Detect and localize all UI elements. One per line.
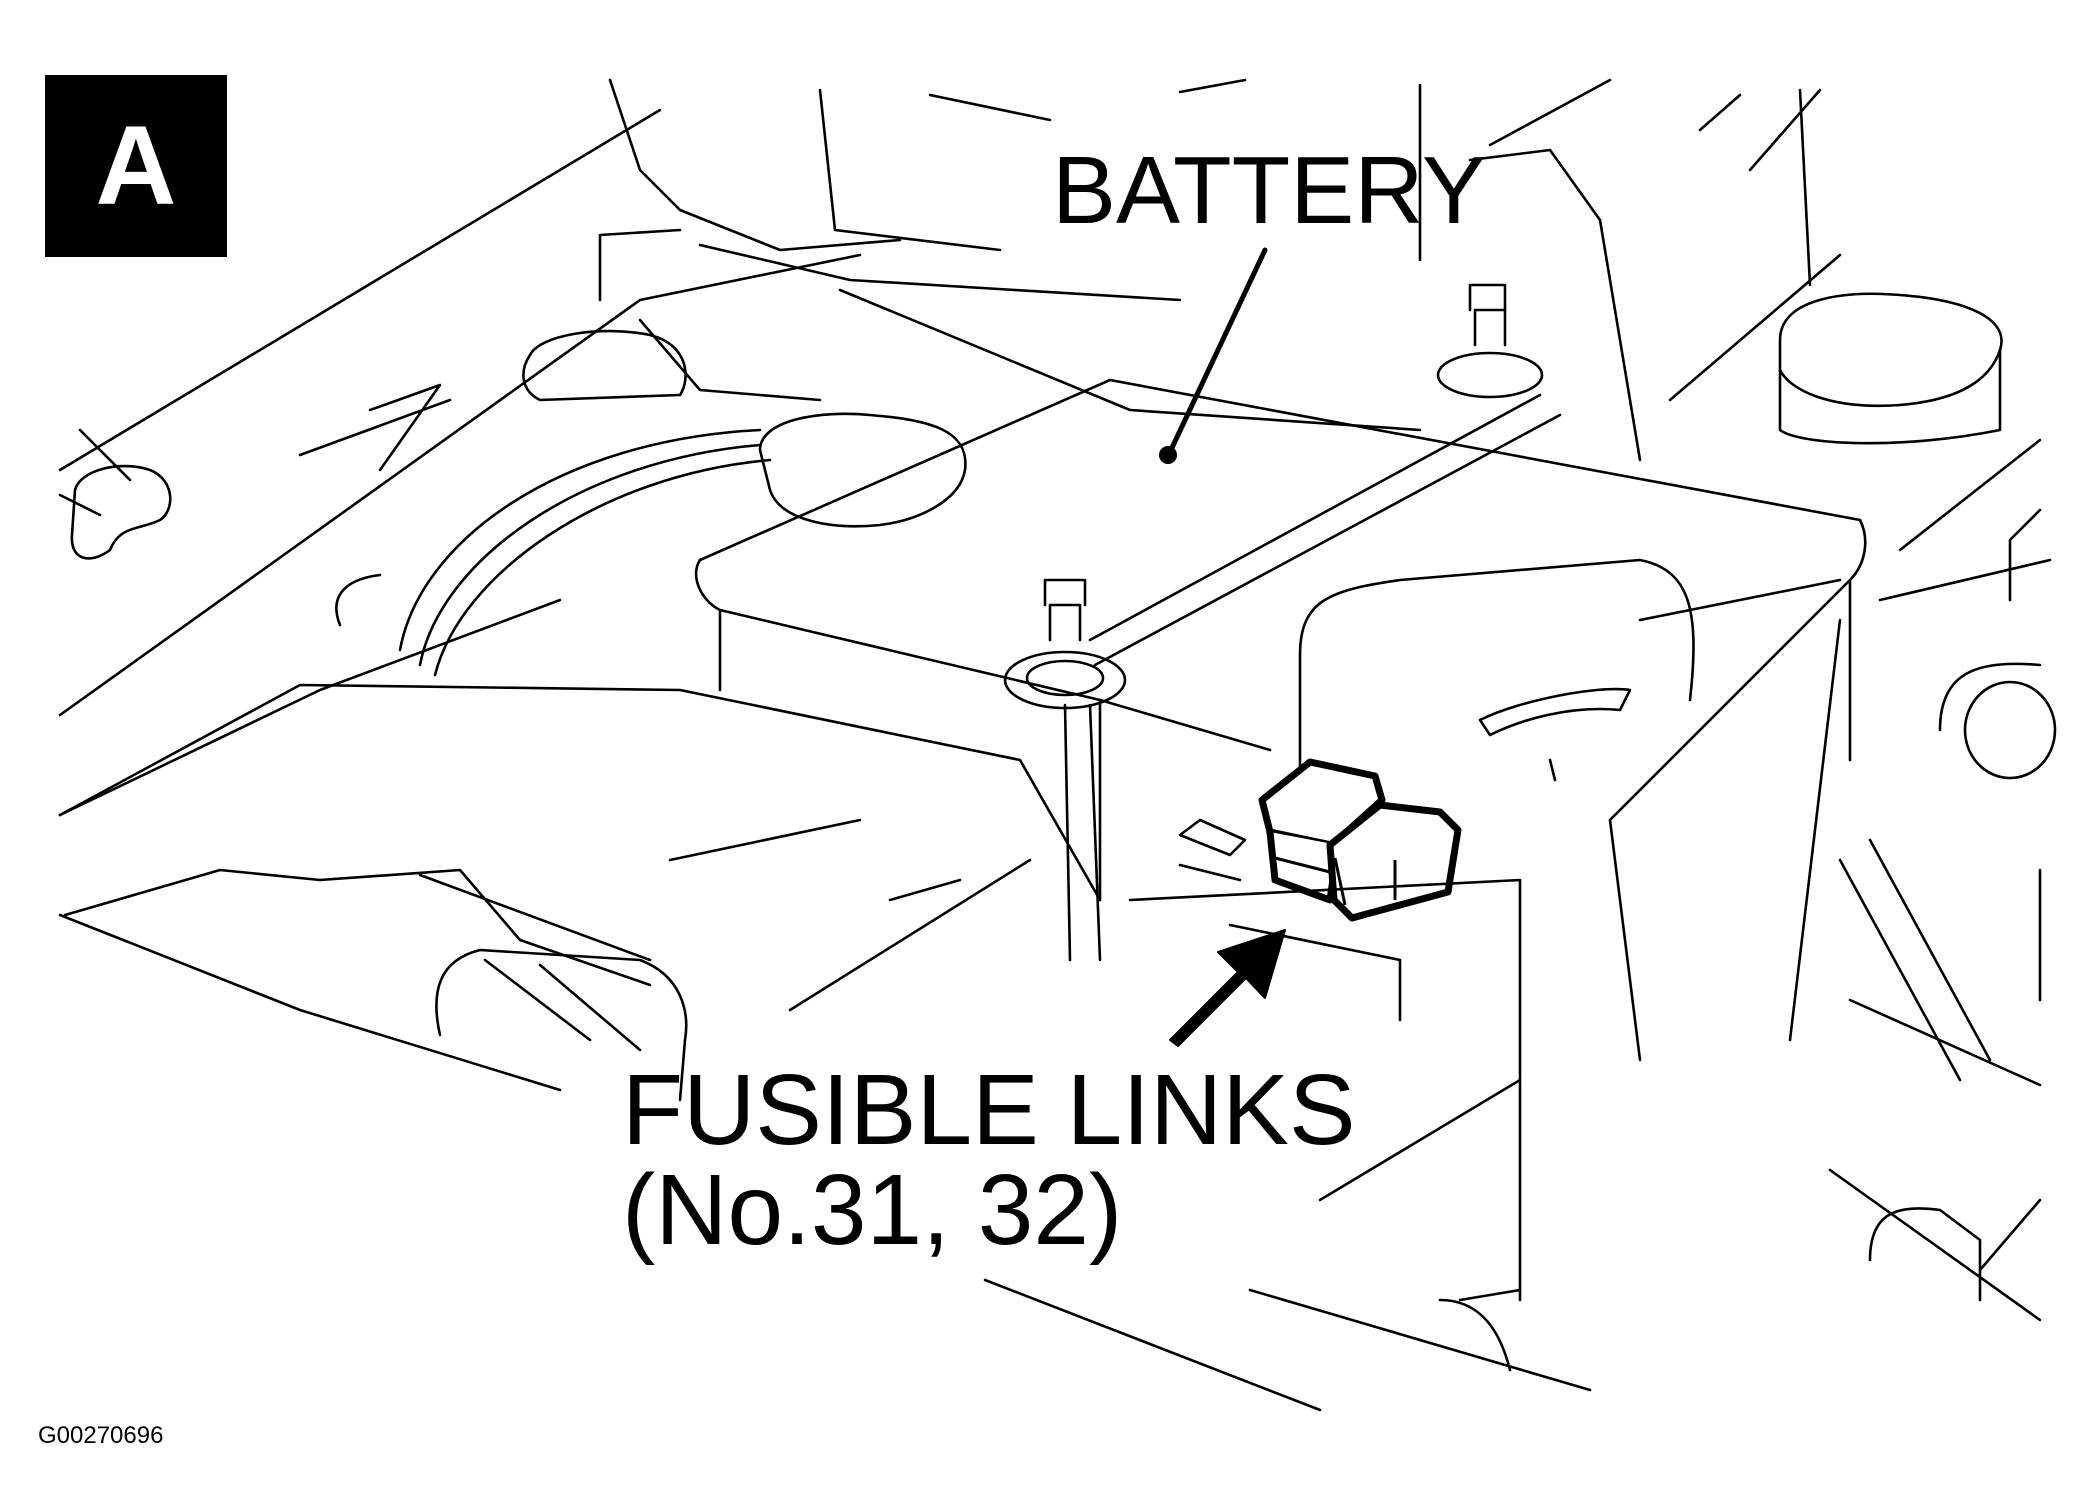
engine-bay-outlines [58,78,2052,817]
hoses [70,428,772,677]
battery-cover [1298,558,1695,792]
figure-badge-letter: A [95,103,177,228]
right-side-structure [1778,292,2057,1322]
battery-terminals [1003,283,1562,962]
battery-leader-dot [1159,446,1177,464]
fusible-links-label: FUSIBLE LINKS [622,1054,1356,1166]
fuse-block [1128,818,1522,1302]
fusible-links-arrow-icon [1169,929,1286,1047]
battery-tray [58,683,1102,1102]
battery-leader [1159,247,1268,464]
figure-badge: A [45,75,227,257]
battery-label: BATTERY [1052,137,1486,244]
lower-lines [983,1278,1592,1412]
figure-code: G00270696 [38,1422,164,1449]
fusible-links-numbers: (No.31, 32) [622,1154,1123,1266]
fusible-links [1258,758,1462,922]
reservoir-cap-left [522,228,967,528]
battery-body [694,378,1867,1062]
